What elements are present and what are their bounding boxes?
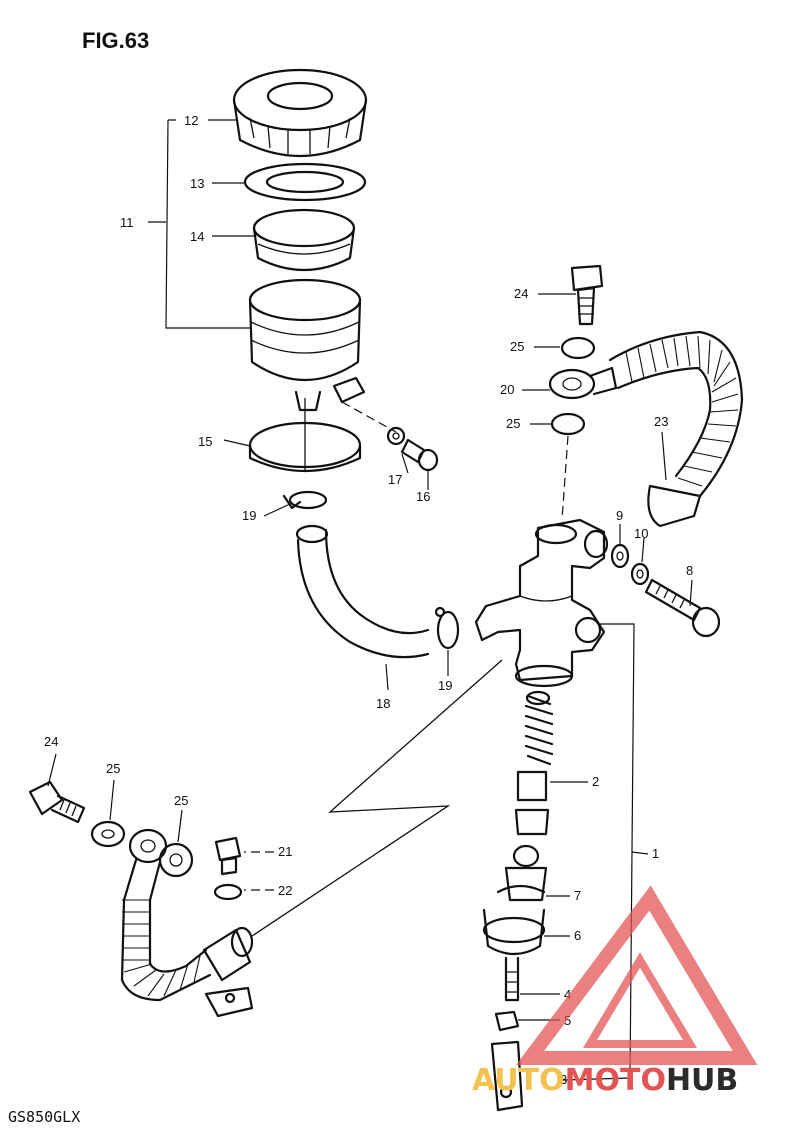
callout-21: 21 xyxy=(278,844,292,859)
watermark-logo: AUTOMOTOHUB xyxy=(472,885,758,1098)
banjo-bolt-lower xyxy=(28,780,86,824)
clevis-3 xyxy=(490,1040,524,1112)
callout-15: 15 xyxy=(198,434,212,449)
callout-14: 14 xyxy=(190,229,204,244)
watermark-auto: AUTO xyxy=(472,1063,565,1098)
watermark-inner-triangle-icon xyxy=(582,952,698,1048)
callout-16: 16 xyxy=(416,489,430,504)
cup-6 xyxy=(482,844,548,956)
reservoir-hose xyxy=(295,524,430,659)
callout-19-upper: 19 xyxy=(242,508,256,523)
callout-18: 18 xyxy=(376,696,390,711)
hose-fitting-lower xyxy=(202,926,254,1018)
watermark-moto: MOTO xyxy=(565,1063,666,1098)
screw-16 xyxy=(400,438,439,472)
watermark-triangle-icon xyxy=(516,885,758,1065)
callout-3: 3 xyxy=(560,1072,567,1087)
callout-24-lower: 24 xyxy=(44,734,58,749)
bolt-8 xyxy=(644,578,721,638)
callout-10: 10 xyxy=(634,526,648,541)
washer-9 xyxy=(610,543,630,569)
callout-1: 1 xyxy=(652,846,659,861)
reservoir-tank xyxy=(248,278,366,412)
callout-22: 22 xyxy=(278,883,292,898)
callout-5: 5 xyxy=(564,1013,571,1028)
callout-24-upper: 24 xyxy=(514,286,528,301)
reservoir-clamp xyxy=(248,398,362,472)
spring-2 xyxy=(524,690,554,766)
washer-25-lower-b xyxy=(158,842,194,878)
washer-25-upper xyxy=(560,336,596,360)
watermark-hub: HUB xyxy=(666,1063,738,1098)
callout-25-lower-a: 25 xyxy=(106,761,120,776)
callout-17: 17 xyxy=(388,472,402,487)
callout-2: 2 xyxy=(592,774,599,789)
callout-8: 8 xyxy=(686,563,693,578)
callout-12: 12 xyxy=(184,113,198,128)
hose-clamp-upper xyxy=(282,490,328,510)
washer-25-lower-a xyxy=(90,820,126,848)
callout-19-lower: 19 xyxy=(438,678,452,693)
callout-4: 4 xyxy=(564,987,571,1002)
lower-hose xyxy=(120,828,212,1002)
master-cylinder-body xyxy=(474,518,609,688)
nut-5 xyxy=(494,1010,520,1032)
watermark-text: AUTOMOTOHUB xyxy=(472,1063,738,1098)
brake-hose-23 xyxy=(608,330,744,528)
callout-11: 11 xyxy=(120,215,134,230)
break-line xyxy=(251,659,503,937)
cap-plate xyxy=(243,162,367,202)
pushrod-4 xyxy=(504,956,520,1002)
washer-17 xyxy=(386,426,406,446)
callout-6: 6 xyxy=(574,928,581,943)
washer-10 xyxy=(630,562,650,586)
reservoir-cap xyxy=(232,68,368,158)
callout-9: 9 xyxy=(616,508,623,523)
leader-lines xyxy=(47,119,693,1081)
diaphragm xyxy=(252,208,356,272)
callout-25-mid: 25 xyxy=(506,416,520,431)
callout-23: 23 xyxy=(654,414,668,429)
hose-clamp-lower xyxy=(434,606,460,650)
callout-25-lower-b: 25 xyxy=(174,793,188,808)
callout-20: 20 xyxy=(500,382,514,397)
callout-7: 7 xyxy=(574,888,581,903)
bolt-21 xyxy=(214,836,242,876)
callout-25-upper: 25 xyxy=(510,339,524,354)
circlip-7 xyxy=(496,884,546,894)
banjo-fitting-20 xyxy=(548,366,618,400)
callout-13: 13 xyxy=(190,176,204,191)
model-code: GS850GLX xyxy=(8,1108,80,1126)
washer-25-mid xyxy=(550,412,586,436)
figure-title: FIG.63 xyxy=(82,28,149,53)
banjo-bolt-upper xyxy=(570,264,604,326)
piston-2 xyxy=(514,770,550,836)
washer-22 xyxy=(213,883,243,901)
